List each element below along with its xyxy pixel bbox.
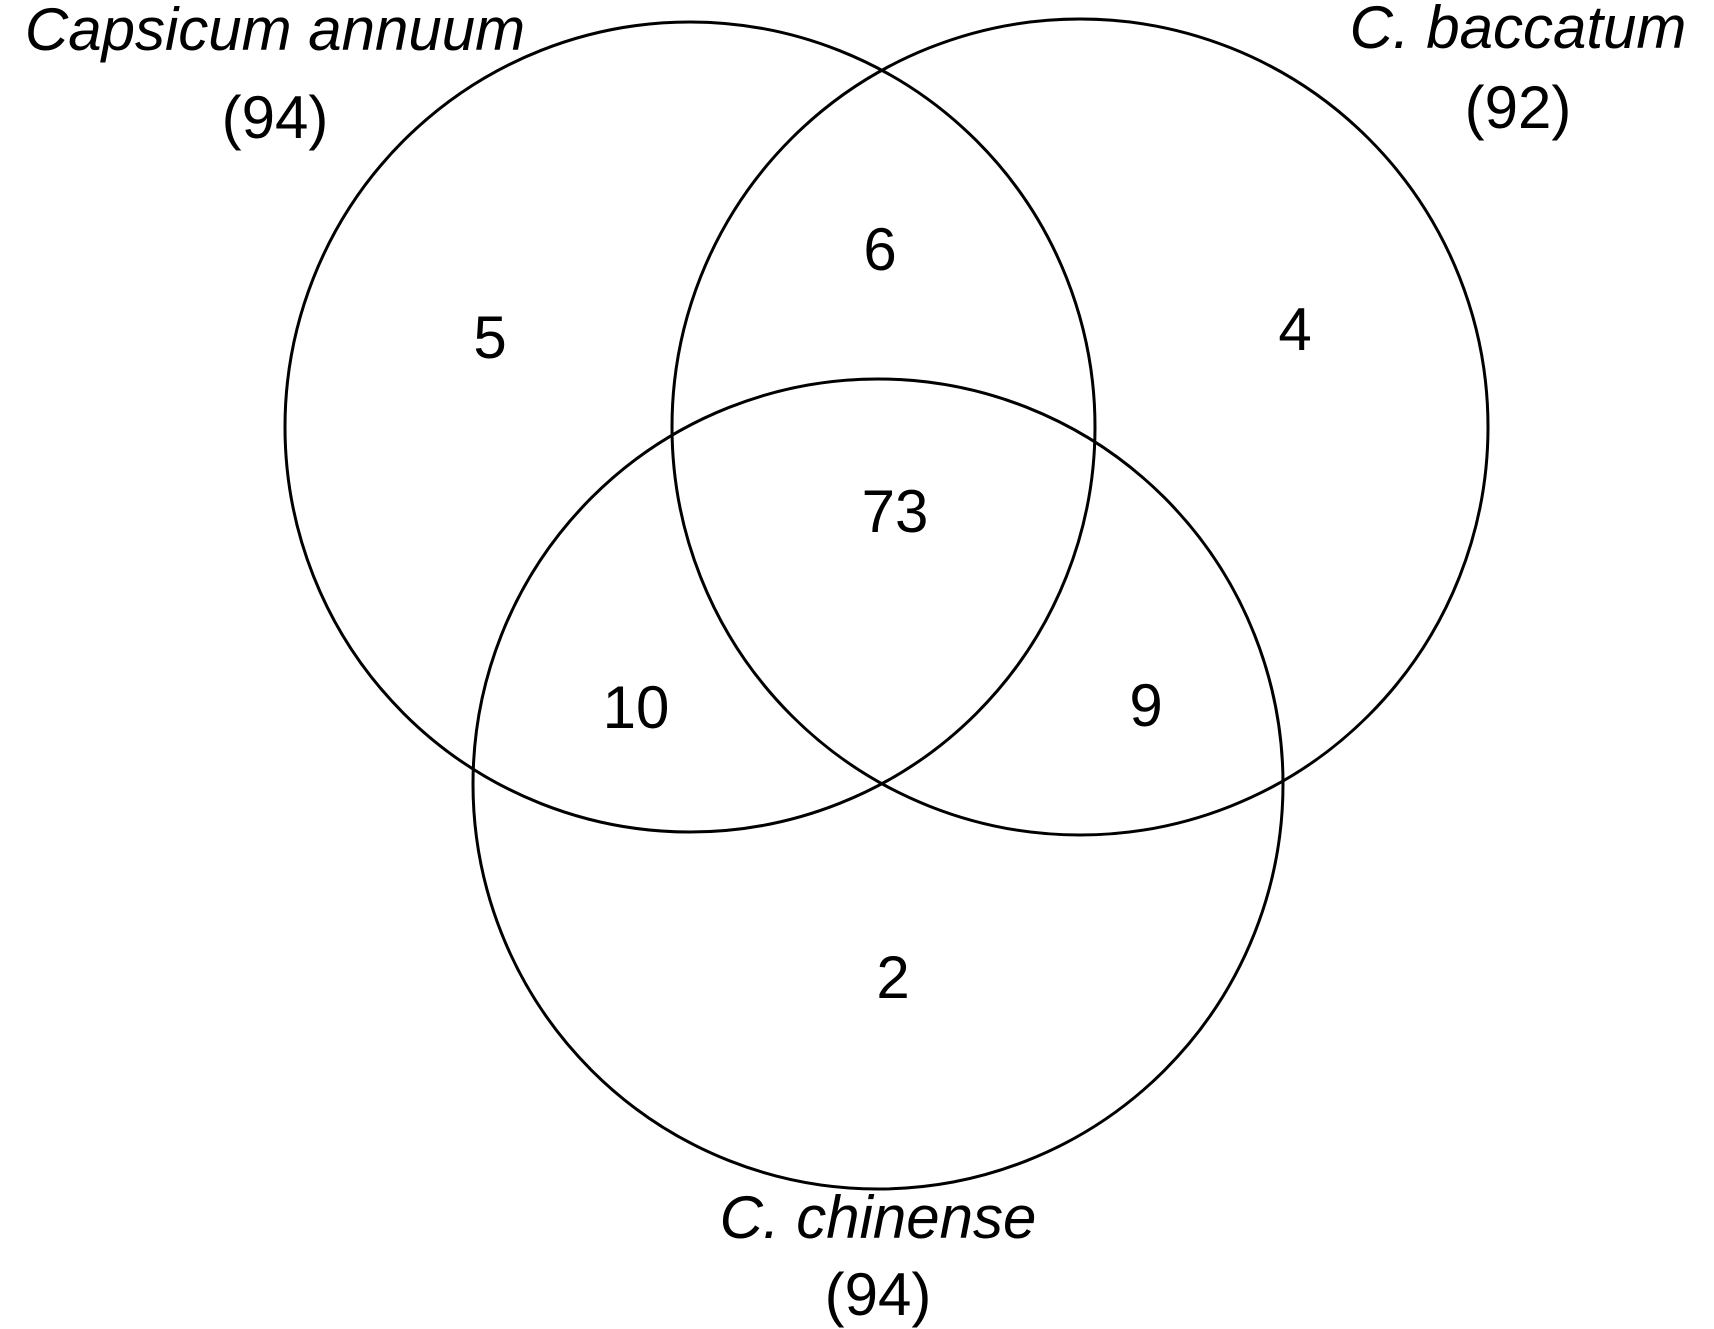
circle-c-baccatum — [670, 17, 1490, 837]
set-label-c-chinense: C. chinense — [720, 1184, 1037, 1251]
circle-capsicum-annuum — [283, 20, 1097, 834]
region-count-all-three: 73 — [862, 478, 929, 545]
region-count-annuum-baccatum: 6 — [863, 216, 896, 283]
region-count-annuum-chinense: 10 — [603, 674, 670, 741]
set-label-capsicum-annuum: Capsicum annuum — [25, 0, 525, 63]
region-count-baccatum-chinense: 9 — [1129, 672, 1162, 739]
set-total-c-baccatum: (92) — [1465, 74, 1572, 141]
set-total-capsicum-annuum: (94) — [222, 84, 329, 151]
region-count-chinense-only: 2 — [876, 944, 909, 1011]
circle-c-chinense — [471, 377, 1285, 1191]
region-count-baccatum-only: 4 — [1278, 296, 1311, 363]
set-label-c-baccatum: C. baccatum — [1350, 0, 1687, 61]
region-count-annuum-only: 5 — [473, 304, 506, 371]
set-total-c-chinense: (94) — [825, 1261, 932, 1328]
